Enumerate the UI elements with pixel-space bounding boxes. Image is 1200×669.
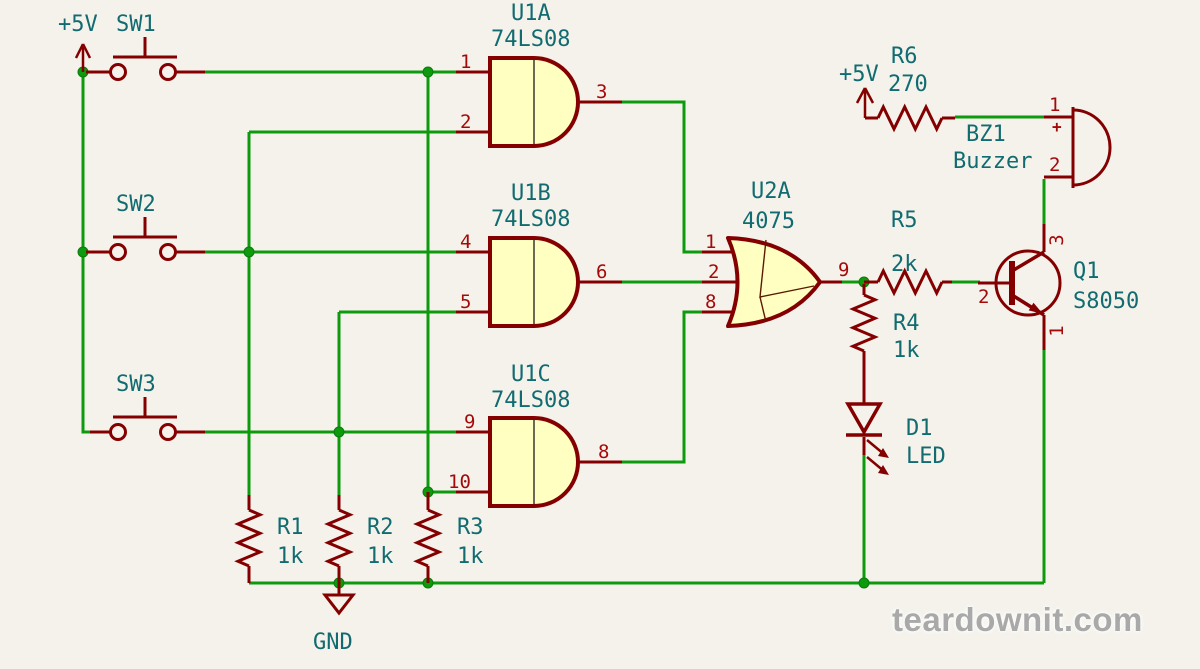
pin-q1-emitter: 1 bbox=[1045, 325, 1068, 337]
junction-dot bbox=[243, 246, 255, 258]
power-symbol-5v-right bbox=[855, 87, 875, 118]
label-q1-ref: Q1 bbox=[1073, 259, 1100, 284]
label-5v-left: +5V bbox=[58, 12, 98, 37]
label-u2a-part: 4075 bbox=[742, 209, 795, 234]
pin-u1c-9: 9 bbox=[464, 411, 476, 433]
pin-u1a-1: 1 bbox=[460, 51, 472, 73]
label-sw2: SW2 bbox=[116, 192, 156, 217]
power-symbol-5v-left bbox=[74, 43, 92, 72]
resistor-symbols bbox=[234, 103, 944, 568]
r3-symbol bbox=[413, 508, 443, 568]
label-gnd: GND bbox=[313, 630, 353, 655]
label-u1b-part: 74LS08 bbox=[491, 207, 571, 232]
label-u1c-ref: U1C bbox=[511, 362, 551, 387]
u1b-gate-symbol bbox=[488, 236, 580, 328]
d1-led-symbol bbox=[844, 402, 889, 475]
label-q1-value: S8050 bbox=[1073, 289, 1140, 314]
label-r2-value: 1k bbox=[367, 544, 394, 569]
wire-u1a-out-to-or bbox=[622, 100, 704, 254]
junction-dot bbox=[333, 426, 345, 438]
label-r6-value: 270 bbox=[888, 72, 928, 97]
wire-u1c-out-to-or bbox=[622, 310, 704, 464]
pin-u2a-9: 9 bbox=[838, 259, 850, 281]
pin-u1b-4: 4 bbox=[460, 231, 472, 253]
q1-transistor-symbol bbox=[994, 249, 1062, 317]
sw2-symbol bbox=[109, 217, 177, 261]
label-r6-ref: R6 bbox=[891, 44, 918, 69]
label-d1-value: LED bbox=[906, 444, 946, 469]
pin-stubs bbox=[86, 70, 1073, 583]
junction-dot bbox=[422, 66, 434, 78]
bz1-plus-sign: + bbox=[1052, 117, 1062, 136]
label-bz1-value: Buzzer bbox=[953, 149, 1033, 174]
pin-u1a-3: 3 bbox=[596, 81, 608, 103]
pin-q1-collector: 3 bbox=[1045, 234, 1068, 246]
u2a-gate-symbol bbox=[726, 236, 822, 328]
label-u1c-part: 74LS08 bbox=[491, 388, 571, 413]
watermark-text: teardownit.com bbox=[892, 601, 1143, 638]
bz1-buzzer-symbol bbox=[1071, 107, 1112, 188]
sw3-symbol bbox=[109, 397, 177, 441]
label-r1-ref: R1 bbox=[277, 515, 304, 540]
pin-u1b-6: 6 bbox=[596, 261, 608, 283]
pin-u1b-5: 5 bbox=[460, 291, 472, 313]
pin-u2a-2: 2 bbox=[708, 261, 720, 283]
label-r3-ref: R3 bbox=[457, 515, 484, 540]
pin-u2a-8: 8 bbox=[705, 291, 717, 313]
label-r4-ref: R4 bbox=[893, 311, 920, 336]
pin-q1-base: 2 bbox=[978, 286, 990, 308]
r4-symbol bbox=[849, 293, 879, 353]
label-r4-value: 1k bbox=[893, 338, 920, 363]
label-r2-ref: R2 bbox=[367, 515, 394, 540]
pin-u1c-8: 8 bbox=[598, 441, 610, 463]
gnd-symbol bbox=[321, 583, 357, 616]
sw1-symbol bbox=[109, 37, 177, 81]
r5-symbol bbox=[876, 267, 944, 297]
label-u1a-ref: U1A bbox=[511, 1, 551, 26]
label-r5-value: 2k bbox=[891, 252, 918, 277]
label-u1a-part: 74LS08 bbox=[491, 27, 571, 52]
label-5v-right: +5V bbox=[839, 62, 879, 87]
pin-bz1-1: 1 bbox=[1049, 94, 1061, 116]
pin-bz1-2: 2 bbox=[1049, 154, 1061, 176]
label-u2a-ref: U2A bbox=[751, 179, 791, 204]
junction-dot bbox=[858, 577, 870, 589]
pin-u2a-1: 1 bbox=[705, 231, 717, 253]
pin-u1c-10: 10 bbox=[448, 471, 471, 493]
r2-symbol bbox=[324, 508, 354, 568]
label-r3-value: 1k bbox=[457, 544, 484, 569]
u1a-gate-symbol bbox=[488, 56, 580, 148]
pin-u1a-2: 2 bbox=[460, 111, 472, 133]
label-u1b-ref: U1B bbox=[511, 181, 551, 206]
label-bz1-ref: BZ1 bbox=[966, 122, 1006, 147]
label-r1-value: 1k bbox=[277, 544, 304, 569]
u1c-gate-symbol bbox=[488, 416, 580, 508]
label-sw3: SW3 bbox=[116, 372, 156, 397]
junction-dots bbox=[77, 66, 870, 589]
r1-symbol bbox=[234, 508, 264, 568]
label-d1-ref: D1 bbox=[906, 416, 933, 441]
r6-symbol bbox=[876, 103, 944, 133]
label-r5-ref: R5 bbox=[891, 208, 918, 233]
label-sw1: SW1 bbox=[116, 12, 156, 37]
